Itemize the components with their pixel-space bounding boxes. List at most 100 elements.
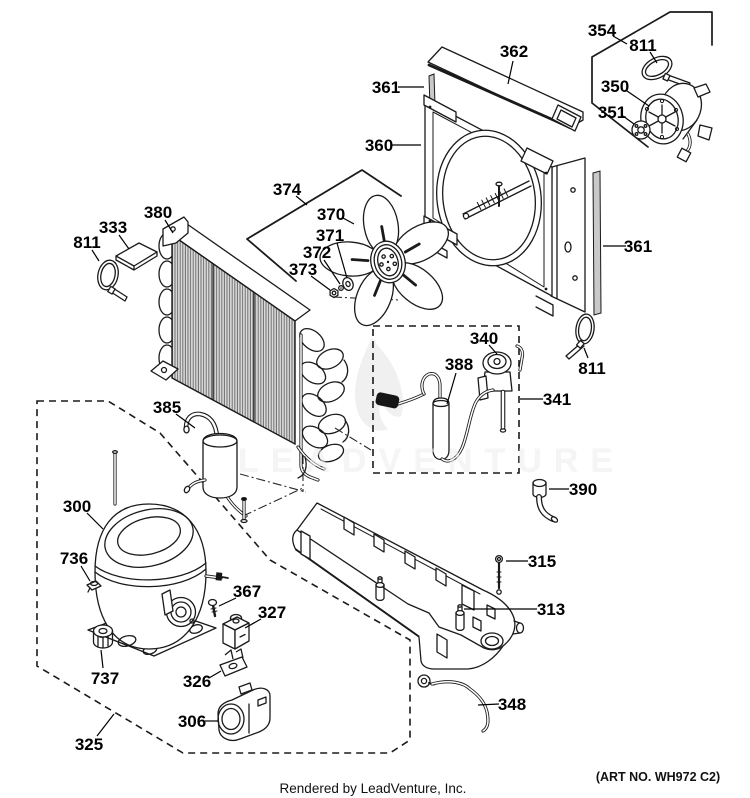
relay-327 [222,613,250,650]
callout-385: 385 [153,398,196,429]
clip-736 [86,580,102,593]
svg-text:736: 736 [60,549,88,568]
callout-374: 374 [273,180,308,206]
svg-text:361: 361 [372,78,400,97]
svg-text:372: 372 [303,243,331,262]
callout-306: 306 [178,712,218,731]
fan-shroud-360 [423,94,586,317]
bolt-367 [207,598,218,618]
svg-text:362: 362 [500,42,528,61]
svg-text:341: 341 [543,390,571,409]
process-tube [240,497,248,524]
ground-wire-348 [417,674,490,733]
callout-380: 380 [144,203,174,234]
svg-text:385: 385 [153,398,181,417]
footer-credit: Rendered by LeadVenture, Inc. [280,781,467,796]
callout-371: 371 [316,226,348,279]
callout-315: 315 [506,552,556,571]
callout-737: 737 [91,649,119,688]
footer-art-no: (ART NO. WH972 C2) [596,770,720,784]
svg-text:371: 371 [316,226,344,245]
svg-text:361: 361 [624,237,652,256]
callout-367: 367 [218,582,261,607]
svg-text:811: 811 [629,36,656,55]
svg-text:370: 370 [317,205,345,224]
drain-pan-313 [292,502,525,670]
callout-388: 388 [445,355,473,405]
svg-text:326: 326 [183,672,211,691]
callout-811-motor: 811 [629,36,658,64]
svg-text:325: 325 [75,735,103,754]
motor-mount-strut [462,180,532,220]
seal-strip-361-right [592,170,602,316]
callout-390: 390 [549,480,597,499]
callout-361-right: 361 [603,237,652,256]
cover-306 [217,682,271,742]
callout-333: 333 [99,218,130,250]
svg-text:811: 811 [73,233,100,252]
svg-text:367: 367 [233,582,261,601]
callout-300: 300 [63,497,104,530]
dashed-boundary-325 [36,400,411,754]
callout-362: 362 [500,42,528,85]
svg-text:327: 327 [258,603,286,622]
svg-text:737: 737 [91,669,119,688]
grommet-737 [92,624,114,649]
pan-post [455,604,465,632]
callout-354: 354 [588,21,628,45]
callout-351: 351 [598,103,635,125]
motor-box-outline-354 [591,11,713,148]
washer-372 [338,285,344,291]
callout-326: 326 [183,670,222,691]
svg-text:313: 313 [537,600,565,619]
washer-371 [342,277,354,291]
dashed-box-341 [372,325,520,474]
nut-373 [329,287,339,299]
foam-pad-333 [115,242,158,271]
callout-811-coil: 811 [73,233,101,262]
svg-text:306: 306 [178,712,206,731]
svg-text:374: 374 [273,180,302,199]
drier-388 [375,372,495,463]
svg-text:390: 390 [569,480,597,499]
screw-315 [494,554,504,590]
svg-text:348: 348 [498,695,526,714]
watermark-overlay: LEADVENTURE [238,442,625,480]
callout-811-shroud: 811 [578,347,606,378]
callout-313: 313 [464,600,565,619]
svg-text:333: 333 [99,218,127,237]
svg-text:340: 340 [470,329,498,348]
callout-736: 736 [60,549,91,582]
condenser-fan-motor-350 [640,82,713,163]
pan-post [375,576,385,602]
bracket-326 [219,648,248,677]
callout-348: 348 [477,695,526,714]
tube-390 [532,478,559,523]
motor-grommet-351 [631,120,651,140]
condenser-coil-380 [150,216,350,482]
svg-text:300: 300 [63,497,91,516]
svg-text:351: 351 [598,103,626,122]
fan-blade-370 [319,194,449,327]
svg-text:373: 373 [289,260,317,279]
cable-tie-811-coil [97,259,128,302]
callout-370: 370 [317,205,355,225]
callout-327: 327 [244,603,286,629]
callout-373: 373 [289,260,331,291]
svg-text:350: 350 [601,77,629,96]
callouts: 354 811 350 351 362 361 360 374 370 371 … [60,21,658,754]
svg-text:388: 388 [445,355,473,374]
callout-340: 340 [470,329,498,355]
cable-tie-811-shroud [565,313,595,360]
compressor-300 [87,450,248,657]
callout-360: 360 [365,136,421,155]
watermark-flame-icon [354,338,403,431]
svg-text:811: 811 [578,359,605,378]
drier-385 [183,411,248,518]
callout-341: 341 [520,390,571,409]
callout-350: 350 [601,77,650,107]
valve-340 [477,344,525,433]
callout-372: 372 [303,243,341,285]
